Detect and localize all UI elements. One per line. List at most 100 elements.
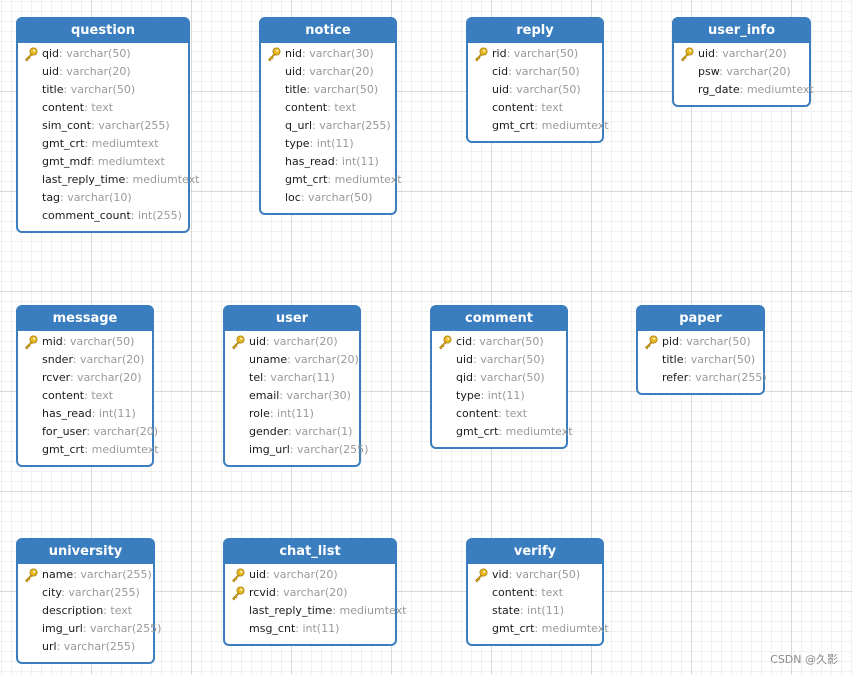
table-user-info[interactable]: user_info uid: varchar(20)psw: varchar(20…	[672, 17, 814, 107]
field-separator: :	[334, 155, 342, 168]
table-title[interactable]: notice	[261, 19, 395, 43]
field-row[interactable]: title: varchar(50)	[261, 81, 395, 99]
field-row[interactable]: pid: varchar(50)	[638, 333, 763, 351]
field-row[interactable]: rid: varchar(50)	[468, 45, 602, 63]
table-title[interactable]: message	[18, 307, 152, 331]
field-row[interactable]: uid: varchar(50)	[468, 81, 602, 99]
field-row[interactable]: url: varchar(255)	[18, 638, 153, 656]
table-chat-list[interactable]: chat_list uid: varchar(20)rcvid: varchar(…	[223, 538, 406, 646]
field-row[interactable]: title: varchar(50)	[18, 81, 188, 99]
table-title[interactable]: university	[18, 540, 153, 564]
field-name: psw	[698, 65, 720, 78]
field-row[interactable]: q_url: varchar(255)	[261, 117, 395, 135]
field-row[interactable]: gmt_crt: mediumtext	[18, 441, 159, 459]
field-row[interactable]: type: int(11)	[432, 387, 566, 405]
field-row[interactable]: uid: varchar(20)	[225, 566, 395, 584]
field-row[interactable]: name: varchar(255)	[18, 566, 153, 584]
field-row[interactable]: loc: varchar(50)	[261, 189, 395, 207]
field-row[interactable]: psw: varchar(20)	[674, 63, 809, 81]
field-row[interactable]: cid: varchar(50)	[468, 63, 602, 81]
field-row[interactable]: img_url: varchar(255)	[225, 441, 368, 459]
field-row[interactable]: for_user: varchar(20)	[18, 423, 158, 441]
field-row[interactable]: gmt_crt: mediumtext	[18, 135, 188, 153]
field-row[interactable]: role: int(11)	[225, 405, 359, 423]
table-question[interactable]: question qid: varchar(50)uid: varchar(20)…	[16, 17, 199, 233]
table-title[interactable]: question	[18, 19, 188, 43]
field-row[interactable]: state: int(11)	[468, 602, 602, 620]
table-title[interactable]: reply	[468, 19, 602, 43]
field-row[interactable]: content: text	[468, 584, 602, 602]
field-row[interactable]: rcver: varchar(20)	[18, 369, 152, 387]
field-row[interactable]: uname: varchar(20)	[225, 351, 359, 369]
field-row[interactable]: gmt_crt: mediumtext	[261, 171, 402, 189]
field-type: text	[541, 586, 564, 599]
table-reply[interactable]: reply rid: varchar(50)cid: varchar(50)uid…	[466, 17, 609, 143]
field-name: sim_cont	[42, 119, 92, 132]
table-title[interactable]: chat_list	[225, 540, 395, 564]
field-separator: :	[534, 119, 542, 132]
field-row[interactable]: comment_count: int(255)	[18, 207, 188, 225]
table-title[interactable]: user	[225, 307, 359, 331]
field-name: uid	[42, 65, 60, 78]
field-row[interactable]: qid: varchar(50)	[18, 45, 188, 63]
field-name: img_url	[42, 622, 83, 635]
table-user[interactable]: user uid: varchar(20)uname: varchar(20)te…	[223, 305, 368, 467]
field-row[interactable]: email: varchar(30)	[225, 387, 359, 405]
field-row[interactable]: qid: varchar(50)	[432, 369, 566, 387]
field-row[interactable]: mid: varchar(50)	[18, 333, 152, 351]
field-row[interactable]: gmt_mdf: mediumtext	[18, 153, 188, 171]
table-title[interactable]: verify	[468, 540, 602, 564]
field-row[interactable]: last_reply_time: mediumtext	[18, 171, 199, 189]
field-row[interactable]: gender: varchar(1)	[225, 423, 359, 441]
field-row[interactable]: nid: varchar(30)	[261, 45, 395, 63]
field-row[interactable]: vid: varchar(50)	[468, 566, 602, 584]
table-notice[interactable]: notice nid: varchar(30)uid: varchar(20)ti…	[259, 17, 402, 215]
table-title[interactable]: comment	[432, 307, 566, 331]
field-row[interactable]: uid: varchar(20)	[261, 63, 395, 81]
field-row[interactable]: city: varchar(255)	[18, 584, 153, 602]
field-type: varchar(50)	[690, 353, 756, 366]
field-row[interactable]: uid: varchar(20)	[674, 45, 809, 63]
field-row[interactable]: last_reply_time: mediumtext	[225, 602, 406, 620]
field-row[interactable]: gmt_crt: mediumtext	[432, 423, 573, 441]
field-row[interactable]: uid: varchar(20)	[18, 63, 188, 81]
field-row[interactable]: gmt_crt: mediumtext	[468, 117, 609, 135]
field-row[interactable]: rcvid: varchar(20)	[225, 584, 395, 602]
field-type: varchar(20)	[273, 335, 338, 348]
field-row[interactable]: description: text	[18, 602, 153, 620]
field-row[interactable]: cid: varchar(50)	[432, 333, 566, 351]
field-row[interactable]: content: text	[468, 99, 602, 117]
field-row[interactable]: content: text	[18, 387, 152, 405]
table-title[interactable]: paper	[638, 307, 763, 331]
table-message[interactable]: message mid: varchar(50)snder: varchar(20…	[16, 305, 159, 467]
field-row[interactable]: msg_cnt: int(11)	[225, 620, 395, 638]
table-title[interactable]: user_info	[674, 19, 809, 43]
field-row[interactable]: content: text	[18, 99, 188, 117]
field-row[interactable]: title: varchar(50)	[638, 351, 763, 369]
field-type: int(11)	[527, 604, 564, 617]
field-separator: :	[287, 425, 296, 438]
field-separator: :	[306, 83, 314, 96]
field-row[interactable]: sim_cont: varchar(255)	[18, 117, 188, 135]
field-row[interactable]: rg_date: mediumtext	[674, 81, 814, 99]
field-row[interactable]: content: text	[432, 405, 566, 423]
field-row[interactable]: tel: varchar(11)	[225, 369, 359, 387]
field-row[interactable]: content: text	[261, 99, 395, 117]
field-row[interactable]: img_url: varchar(255)	[18, 620, 161, 638]
table-university[interactable]: university name: varchar(255)city: varcha…	[16, 538, 161, 664]
field-row[interactable]: type: int(11)	[261, 135, 395, 153]
field-row[interactable]: gmt_crt: mediumtext	[468, 620, 609, 638]
field-row[interactable]: has_read: int(11)	[261, 153, 395, 171]
field-row[interactable]: snder: varchar(20)	[18, 351, 152, 369]
field-row[interactable]: refer: varchar(255)	[638, 369, 767, 387]
field-separator: :	[498, 407, 506, 420]
field-row[interactable]: has_read: int(11)	[18, 405, 152, 423]
field-row[interactable]: uid: varchar(20)	[225, 333, 359, 351]
table-comment[interactable]: comment cid: varchar(50)uid: varchar(50)q…	[430, 305, 573, 449]
field-separator: :	[62, 335, 70, 348]
table-paper[interactable]: paper pid: varchar(50)title: varchar(50)r…	[636, 305, 767, 395]
field-type: mediumtext	[132, 173, 200, 186]
field-row[interactable]: uid: varchar(50)	[432, 351, 566, 369]
field-row[interactable]: tag: varchar(10)	[18, 189, 188, 207]
